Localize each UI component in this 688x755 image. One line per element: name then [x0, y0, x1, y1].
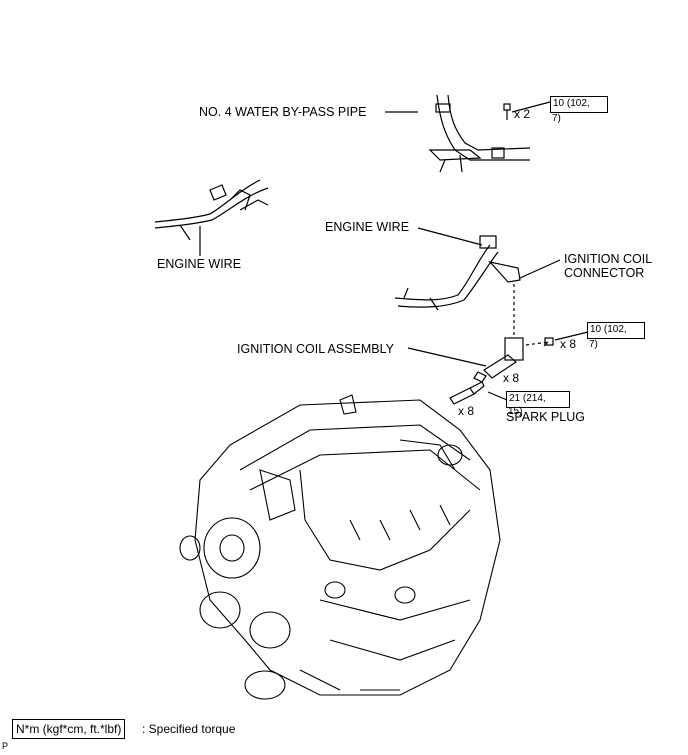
spark-plug: [449, 381, 485, 405]
coil-bolt: [543, 337, 554, 347]
engine-wire-left-label: ENGINE WIRE: [157, 257, 242, 271]
coil-bolt-qty: x 8: [560, 337, 577, 351]
spark-plug-torque-box: 21 (214,: [506, 391, 570, 408]
ignition-coil-connector-label-line2: CONNECTOR: [564, 266, 645, 280]
connector-leader: [519, 259, 561, 279]
pipe-bolt-torque-box: 10 (102,: [550, 96, 608, 113]
pipe-bolt-torque-line2: 7): [552, 113, 561, 124]
ignition-coil-connector-label-line1: IGNITION COIL: [564, 252, 653, 266]
legend-text: : Specified torque: [142, 722, 236, 736]
spark-plug-torque-line1: 21 (214,: [509, 393, 546, 404]
corner-mark: P: [2, 741, 9, 751]
coil-bolt-torque-line2: 7): [589, 339, 598, 350]
water-bypass-pipe: [428, 94, 531, 173]
coil-bolt-torque-box: 10 (102,: [587, 322, 645, 339]
coil-bolt-torque-line1: 10 (102,: [590, 324, 627, 335]
legend-torque-box: N*m (kgf*cm, ft.*lbf): [12, 719, 126, 739]
engine-wire-left: [154, 179, 269, 241]
pipe-torque-leader: [511, 101, 551, 113]
coil-qty: x 8: [503, 371, 520, 385]
coil-leader: [407, 347, 487, 367]
pipe-bolt-torque-line1: 10 (102,: [553, 98, 590, 109]
pipe-bolt-qty: x 2: [514, 107, 531, 121]
ignition-coil-assembly-label: IGNITION COIL ASSEMBLY: [237, 342, 394, 356]
spark-plug-label: SPARK PLUG: [506, 410, 585, 424]
engine-wire-right: [394, 235, 521, 311]
water-bypass-pipe-label: NO. 4 WATER BY-PASS PIPE: [199, 105, 367, 119]
engine-block: [179, 394, 501, 700]
engine-wire-right-leader: [417, 227, 483, 246]
engine-wire-right-label: ENGINE WIRE: [325, 220, 410, 234]
bolt-alignment-line: [525, 341, 549, 346]
spark-plug-qty: x 8: [458, 404, 475, 418]
pipe-bolt: [503, 103, 511, 120]
spark-plug-torque-line2: 15): [508, 406, 523, 417]
plug-torque-leader: [487, 391, 508, 401]
coil-torque-leader: [554, 331, 589, 341]
